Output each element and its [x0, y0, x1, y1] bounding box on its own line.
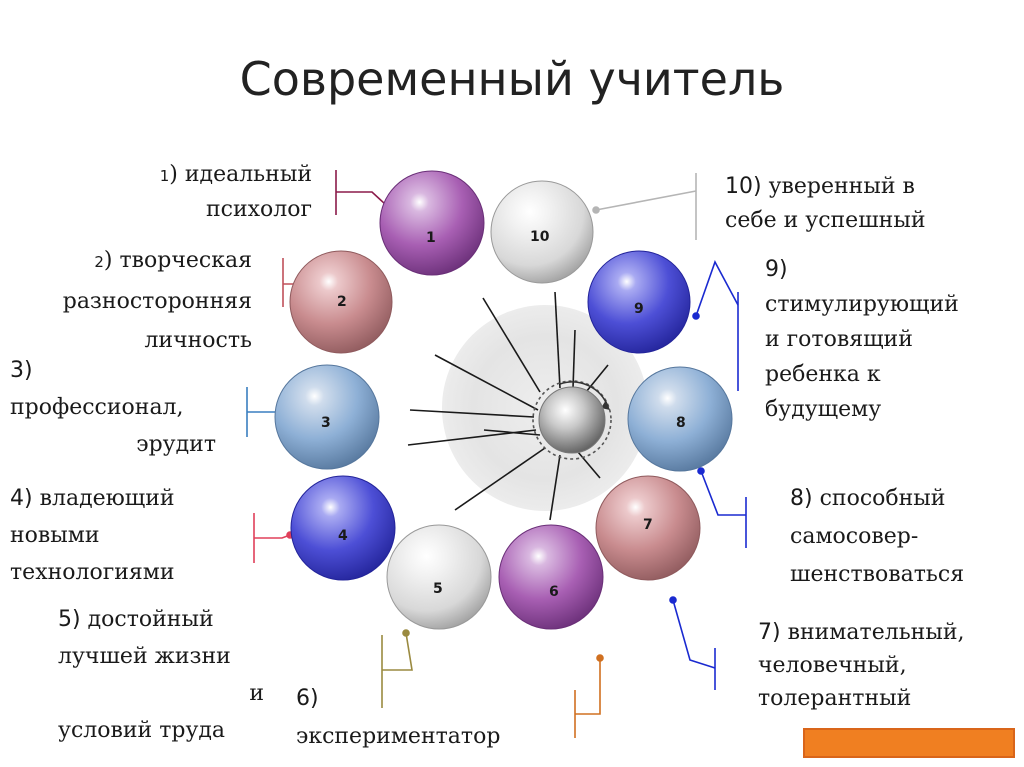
center-sphere	[538, 386, 606, 454]
rotation-arrow-icon	[559, 381, 609, 408]
label-1: 1) идеальный психолог	[159, 162, 312, 222]
sphere-2-label: 2	[337, 294, 347, 310]
sphere-8-label: 8	[676, 415, 686, 431]
slide-title: Современный учитель	[239, 52, 785, 106]
sphere-7: 7	[595, 475, 701, 581]
sphere-6-label: 6	[549, 584, 559, 600]
label-3: 3) профессионал, эрудит	[10, 358, 216, 457]
label-9: 9) стимулирующий и готовящий ребенка к б…	[765, 257, 959, 422]
center-ring	[532, 380, 612, 460]
label-2: 2) творческая разносторонняя личность	[62, 248, 252, 353]
spokes	[407, 291, 609, 521]
sphere-6: 6	[498, 524, 604, 630]
sphere-2: 2	[289, 250, 393, 354]
sphere-9-label: 9	[634, 301, 644, 317]
label-8: 8) способный самосовер- шенствоваться	[790, 486, 965, 587]
sphere-3-label: 3	[321, 415, 331, 431]
sphere-1-label: 1	[426, 230, 436, 246]
sphere-7-label: 7	[643, 517, 653, 533]
label-7: 7) внимательный, человечный, толерантный	[758, 620, 965, 711]
next-slide-button[interactable]	[803, 728, 1015, 758]
sphere-1: 1	[379, 170, 485, 276]
sphere-5: 5	[386, 524, 492, 630]
sphere-9: 9	[587, 250, 691, 354]
label-5: 5) достойный лучшей жизни и условий труд…	[58, 607, 264, 743]
sphere-10-label: 10	[530, 229, 550, 245]
sphere-4: 4	[290, 475, 396, 581]
label-4: 4) владеющий новыми технологиями	[10, 486, 175, 585]
sphere-10: 10	[490, 180, 594, 284]
sphere-4-label: 4	[338, 528, 348, 544]
sphere-3: 3	[274, 364, 380, 470]
sphere-5-label: 5	[433, 581, 443, 597]
label-6: 6) экспериментатор	[296, 686, 501, 749]
sphere-8: 8	[627, 366, 733, 472]
label-10: 10) уверенный в себе и успешный	[725, 174, 926, 233]
